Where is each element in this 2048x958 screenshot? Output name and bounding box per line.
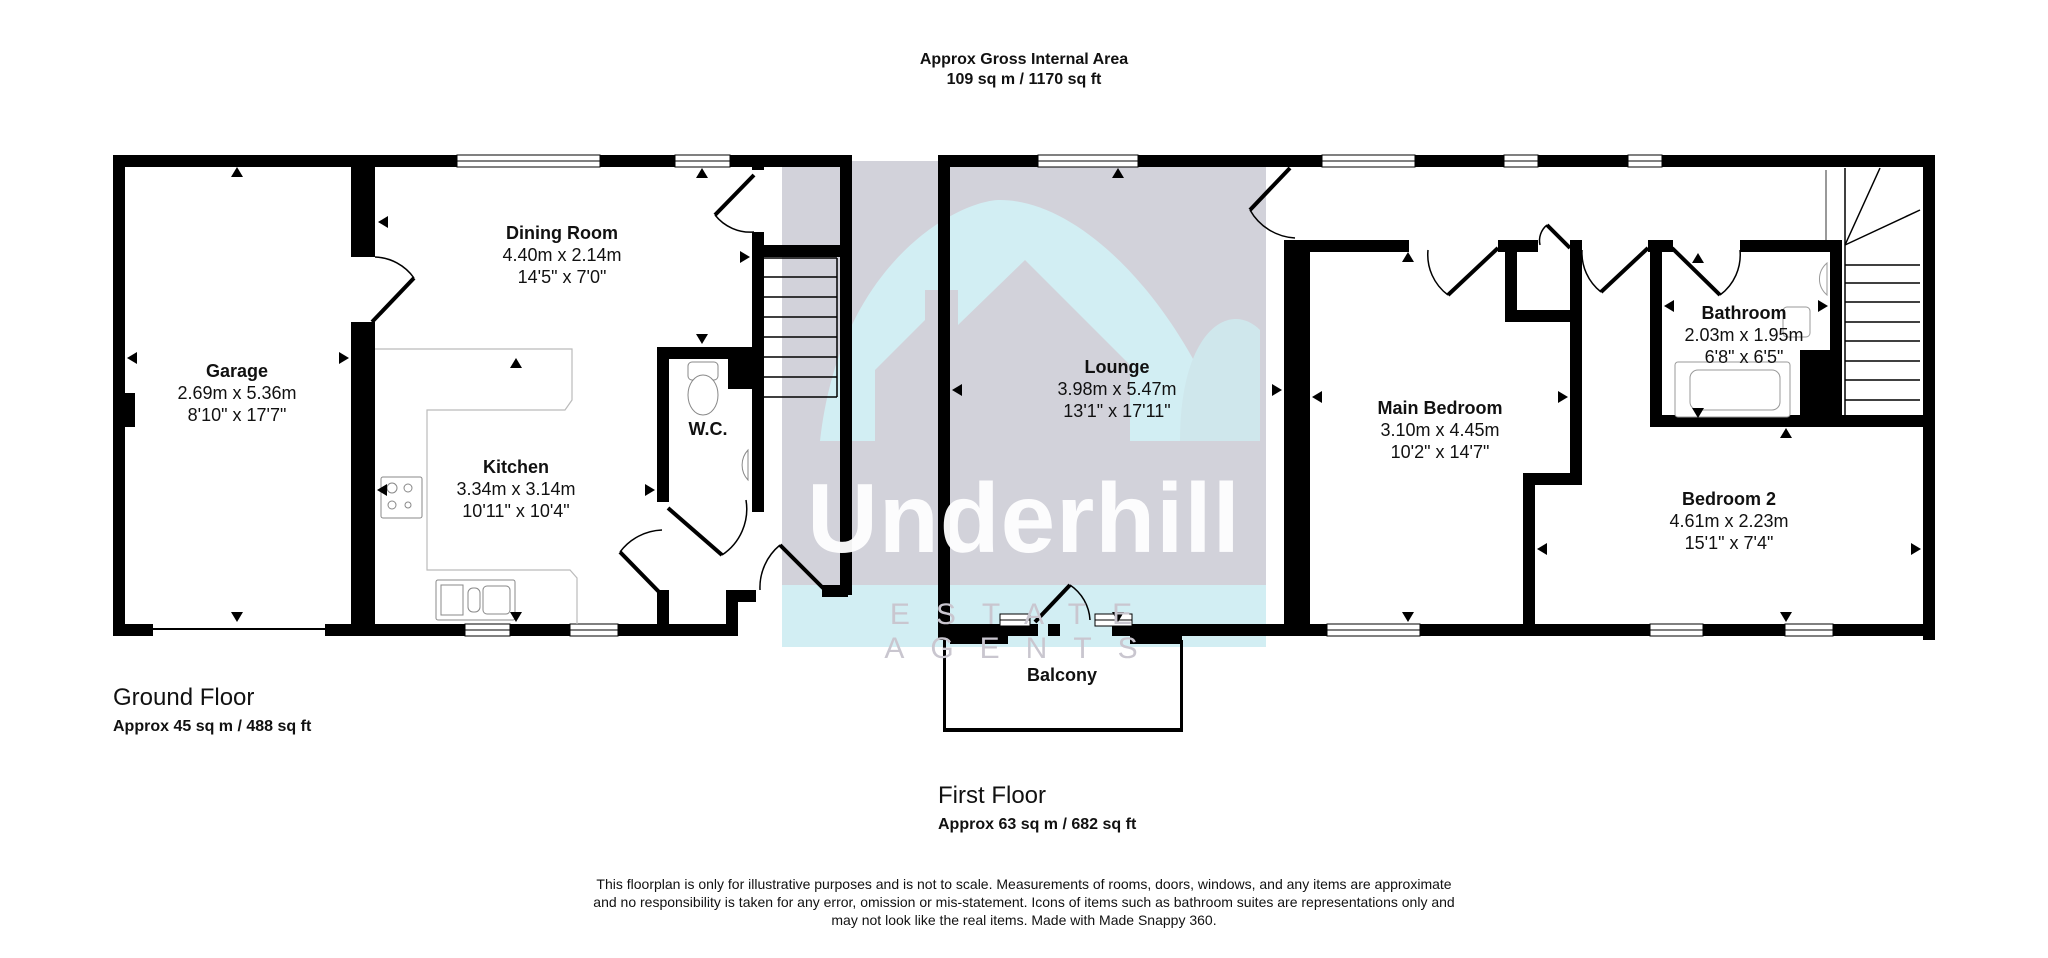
watermark-tagline: ESTATE AGENTS [884, 598, 1164, 665]
ground-doors [370, 173, 832, 597]
room-dining: Dining Room 4.40m x 2.14m 14'5" x 7'0" [502, 222, 621, 288]
ground-floor-walls [113, 155, 852, 636]
first-doors [1033, 166, 1741, 624]
first-floor-caption: First Floor Approx 63 sq m / 682 sq ft [938, 782, 1136, 834]
room-balcony: Balcony [1027, 664, 1097, 686]
room-kitchen: Kitchen 3.34m x 3.14m 10'11" x 10'4" [456, 456, 575, 522]
disclaimer-line-3: may not look like the real items. Made w… [831, 912, 1217, 928]
room-metric: 3.10m x 4.45m [1380, 420, 1500, 440]
watermark-brand: Underhill [807, 463, 1241, 573]
room-imperial: 15'1" x 7'4" [1684, 533, 1774, 553]
dimension-arrows [127, 167, 1921, 622]
room-metric: 4.40m x 2.14m [502, 245, 622, 265]
ground-floor-caption: Ground Floor Approx 45 sq m / 488 sq ft [113, 684, 311, 736]
room-imperial: 14'5" x 7'0" [517, 267, 607, 287]
kitchen-appliances [380, 361, 749, 621]
gross-area-title: Approx Gross Internal Area [919, 51, 1129, 68]
room-bedroom-2: Bedroom 2 4.61m x 2.23m 15'1" x 7'4" [1669, 488, 1788, 554]
room-name: Lounge [1084, 357, 1150, 377]
room-metric: 3.34m x 3.14m [456, 479, 576, 499]
first-floor-title: First Floor [938, 782, 1046, 809]
gross-area-value: 109 sq m / 1170 sq ft [946, 71, 1102, 88]
room-imperial: 6'8" x 6'5" [1704, 347, 1784, 367]
room-name: W.C. [688, 419, 728, 439]
room-metric: 2.03m x 1.95m [1684, 325, 1804, 345]
first-windows [999, 154, 1834, 637]
bathroom-suite [1674, 261, 1828, 418]
gross-area-header: Approx Gross Internal Area 109 sq m / 11… [0, 50, 2048, 90]
room-metric: 3.98m x 5.47m [1057, 379, 1177, 399]
first-floor-walls [938, 155, 1935, 732]
room-name: Bathroom [1701, 303, 1787, 323]
first-floor-area: Approx 63 sq m / 682 sq ft [938, 816, 1137, 833]
ground-floor-area: Approx 45 sq m / 488 sq ft [113, 718, 312, 735]
room-name: Balcony [1026, 665, 1098, 685]
disclaimer: This floorplan is only for illustrative … [0, 875, 2048, 929]
room-main-bedroom: Main Bedroom 3.10m x 4.45m 10'2" x 14'7" [1377, 397, 1502, 463]
room-wc: W.C. [689, 418, 728, 440]
disclaimer-line-1: This floorplan is only for illustrative … [596, 876, 1452, 892]
room-imperial: 10'11" x 10'4" [462, 501, 570, 521]
ground-stairs [764, 257, 838, 398]
first-stairs [1844, 167, 1921, 418]
room-metric: 4.61m x 2.23m [1669, 511, 1789, 531]
room-bathroom: Bathroom 2.03m x 1.95m 6'8" x 6'5" [1684, 302, 1803, 368]
room-lounge: Lounge 3.98m x 5.47m 13'1" x 17'11" [1057, 356, 1176, 422]
room-name: Dining Room [506, 223, 618, 243]
watermark-logo [782, 161, 1266, 647]
room-imperial: 8'10" x 17'7" [187, 405, 287, 425]
room-name: Bedroom 2 [1681, 489, 1777, 509]
disclaimer-line-2: and no responsibility is taken for any e… [593, 894, 1455, 910]
room-name: Garage [205, 361, 269, 381]
ground-floor-title: Ground Floor [113, 684, 255, 711]
room-imperial: 13'1" x 17'11" [1063, 401, 1171, 421]
room-metric: 2.69m x 5.36m [177, 383, 297, 403]
room-name: Kitchen [482, 457, 549, 477]
ground-windows [456, 154, 731, 637]
room-garage: Garage 2.69m x 5.36m 8'10" x 17'7" [177, 360, 296, 426]
room-imperial: 10'2" x 14'7" [1390, 442, 1490, 462]
room-name: Main Bedroom [1377, 398, 1503, 418]
kitchen-worktops [375, 348, 578, 624]
